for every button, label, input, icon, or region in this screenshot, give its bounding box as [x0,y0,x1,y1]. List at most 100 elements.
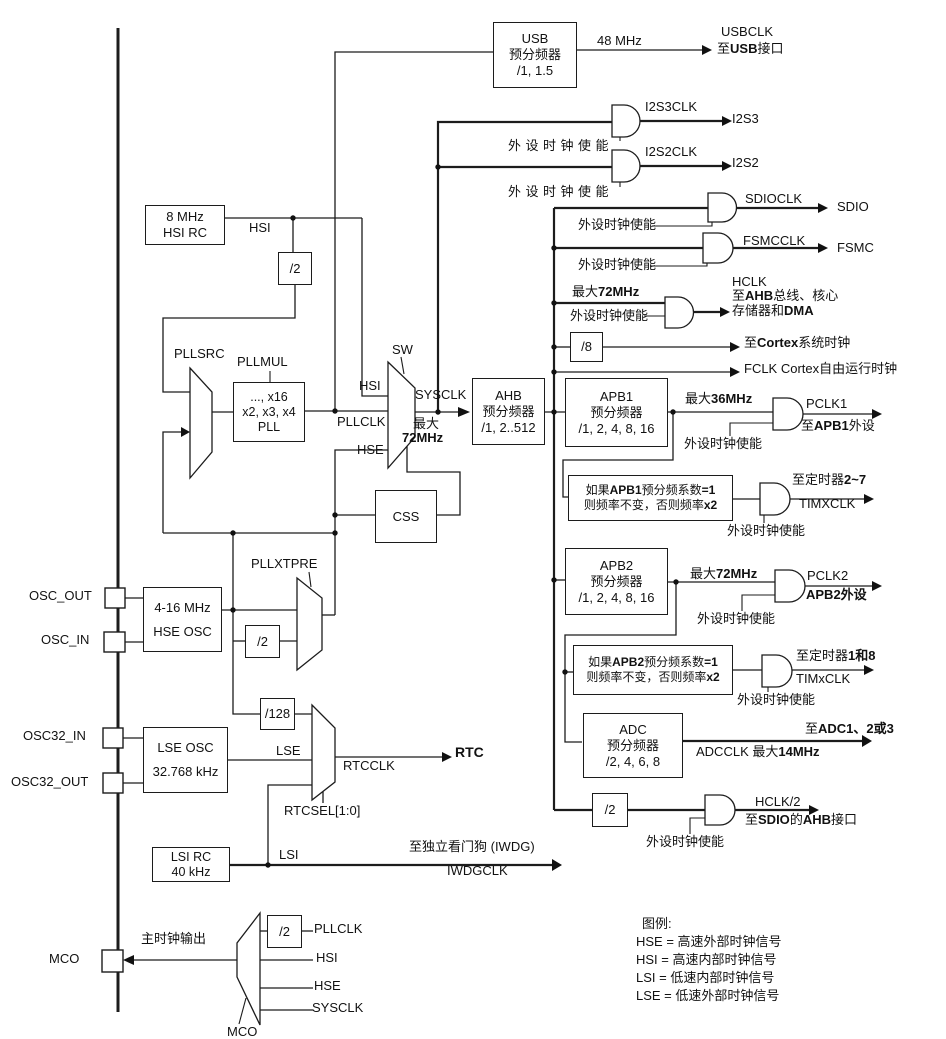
box-line: 则频率不变，否则频率x2 [583,498,718,512]
box-line: x2, x3, x4 [242,404,296,419]
box-line: APB2 [599,557,634,573]
box-line: /1, 2, 4, 8, 16 [578,420,655,436]
box-line: /2 [289,260,301,276]
apb2-peripherals-label: APB2外设 [806,587,867,602]
osc-in-pin-label: OSC_IN [41,632,90,647]
osc-in-pad [103,631,126,653]
osc32-out-pin-label: OSC32_OUT [11,774,89,789]
lse-wire-label: LSE [276,743,301,758]
and-gate-sdio [707,192,738,223]
pllsrc-mux-label: PLLSRC [174,346,225,361]
box-line: 预分频器 [508,47,561,62]
box-line: 预分频器 [606,737,659,753]
usb-destination-label: 至USB接口 [717,41,784,56]
osc32-in-pad [102,727,124,749]
legend-item-hse: HSE = 高速外部时钟信号 [636,934,782,949]
ahb-prescaler-box: AHB 预分频器 /1, 2..512 [472,378,545,445]
hsi-wire-label: HSI [249,220,271,235]
sysclk-max-label: 最大 [413,416,440,431]
rtc-output-label: RTC [455,744,484,760]
hsi-rc-box: 8 MHz HSI RC [145,205,225,245]
hclk-destination-line1: 至AHB总线、核心 [732,288,839,303]
legend-item-lse: LSE = 低速外部时钟信号 [636,988,780,1003]
mco-div2-box: /2 [267,915,302,948]
and-gate-fsmc [702,232,734,264]
rtcsel-mux [311,703,336,802]
peripheral-clock-enable-label: 外设时钟使能 [727,523,806,538]
arrow-rtc [442,752,452,762]
mco-mux-label: MCO [227,1024,258,1039]
box-line: /8 [581,339,592,354]
arrow-i2s3 [722,116,732,126]
adc-prescaler-box: ADC 预分频器 /2, 4, 6, 8 [583,713,683,778]
legend-title: 图例: [642,916,672,931]
mco-hsi-label: HSI [316,950,338,965]
and-gates [611,104,806,826]
box-line: 预分频器 [482,403,535,419]
pllxtpre-mux [296,576,323,672]
iwdg-destination-label: 至独立看门狗 (IWDG) [409,839,535,854]
arrow-adcclk [862,735,872,747]
box-line: 预分频器 [590,573,643,589]
sysclk-wire-label: SYSCLK [415,387,467,402]
peripheral-clock-enable-label: 外设时钟使能 [578,217,657,232]
arrow-pclk2 [872,581,882,591]
box-line: APB1 [599,388,634,404]
sysclk-72mhz-label: 72MHz [402,430,444,445]
timxclk1-label: TIMXCLK [799,496,856,511]
legend-item-lsi: LSI = 低速内部时钟信号 [636,970,775,985]
muxes [189,360,416,1026]
osc32-out-pad [102,772,124,794]
i2s3-label: I2S3 [732,111,759,126]
label-ticks [238,356,405,1025]
arrow-fclk [730,367,740,377]
wires [116,28,872,1025]
mco-pin-label: MCO [49,951,80,966]
and-gate-timx2 [761,654,793,688]
pclk1-max36-label: 最大36MHz [685,391,753,406]
arrowheads [123,45,882,965]
arrow-timxclk2 [864,665,874,675]
box-line: HSI RC [162,225,208,240]
io-pads [101,587,126,973]
arrow-fsmc [818,243,828,253]
mco-pllclk-label: PLLCLK [314,921,363,936]
box-line: /1, 2..512 [481,419,536,435]
pclk1-label: PCLK1 [806,396,848,411]
rtcclk-wire-label: RTCCLK [343,758,395,773]
hse-div2-box: /2 [245,625,280,658]
mco-mux [236,911,261,1026]
fsmc-label: FSMC [837,240,874,255]
box-line: 4-16 MHz [154,599,211,615]
arrow-mco [123,955,134,965]
i2s2clk-label: I2S2CLK [645,144,698,159]
i2s2-label: I2S2 [732,155,759,170]
peripheral-clock-enable-label: 外设时钟使能 [508,184,614,199]
box-line: LSE OSC [157,740,214,755]
pll-box: ..., x16 x2, x3, x4 PLL [233,382,305,442]
box-line: CSS [392,508,420,524]
and-gate-hclk2 [704,794,736,826]
mco-hse-label: HSE [314,978,341,993]
osc-out-pin-label: OSC_OUT [29,588,92,603]
osc32-in-pin-label: OSC32_IN [23,728,86,743]
and-gate-i2s2 [611,149,641,183]
fclk-label: FCLK Cortex自由运行时钟 [744,361,898,376]
pclk2-label: PCLK2 [807,568,849,583]
box-line: 32.768 kHz [152,764,219,779]
peripheral-clock-enable-label: 外设时钟使能 [570,308,649,323]
and-gate-hclk [664,296,695,329]
usbclk-label: USBCLK [721,24,774,39]
hclk-label: HCLK [732,274,767,289]
fsmcclk-label: FSMCCLK [743,233,806,248]
box-line: 40 kHz [171,864,211,879]
box-line: /2 [604,802,616,817]
sw-mux-label: SW [392,342,413,357]
box-line: HSE OSC [153,623,212,639]
peripheral-clock-enable-label: 外设时钟使能 [697,611,776,626]
box-line: 则频率不变，否则频率x2 [586,670,720,684]
hclk-max72-label: 最大72MHz [572,284,640,299]
arrow-cortex [730,342,740,352]
and-gate-pclk2 [774,569,806,603]
